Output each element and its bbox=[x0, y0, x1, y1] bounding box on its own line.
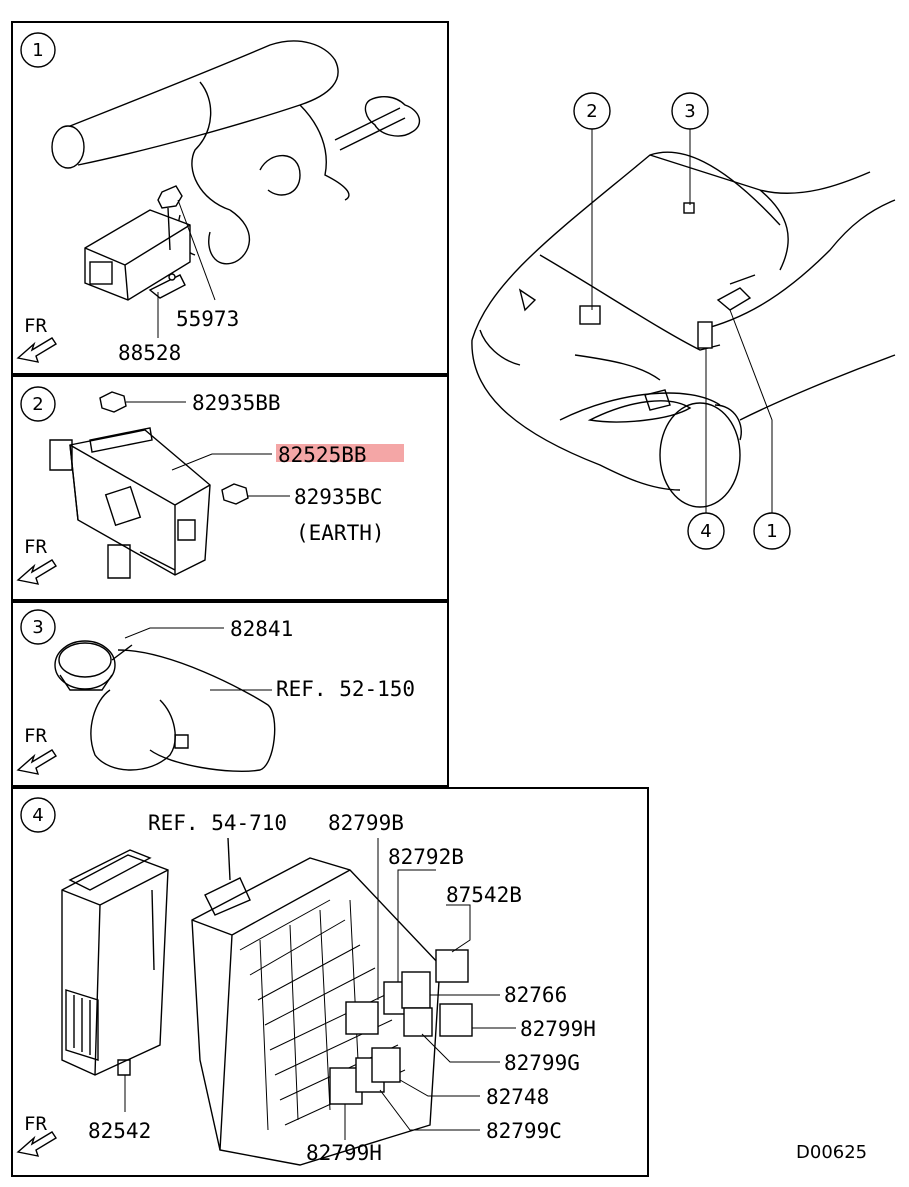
fr-arrow-icon bbox=[16, 1131, 57, 1157]
panel-3: 3 82841 REF. 52-150 FR bbox=[11, 601, 449, 787]
panel-2-fr-label: FR bbox=[24, 536, 47, 558]
svg-text:2: 2 bbox=[586, 101, 597, 122]
part-82792B: 82792B bbox=[388, 845, 464, 869]
relay-87542B bbox=[435, 949, 469, 983]
part-82799B: 82799B bbox=[328, 811, 404, 835]
part-earth-note: (EARTH) bbox=[296, 521, 385, 545]
svg-text:1: 1 bbox=[766, 521, 777, 542]
relay-82799G bbox=[403, 1007, 433, 1037]
svg-text:3: 3 bbox=[684, 101, 695, 122]
part-82935BC: 82935BC bbox=[294, 485, 383, 509]
panel-1-number: 1 bbox=[32, 40, 43, 61]
fr-arrow-icon bbox=[16, 559, 57, 585]
part-82542: 82542 bbox=[88, 1119, 151, 1143]
panel-2-number: 2 bbox=[32, 394, 43, 415]
part-82799H-a: 82799H bbox=[520, 1017, 596, 1041]
fr-arrow-icon bbox=[16, 337, 57, 363]
part-ref-54-710: REF. 54-710 bbox=[148, 811, 287, 835]
diagram-code: D00625 bbox=[796, 1142, 867, 1163]
panel-1-number-circle bbox=[20, 32, 56, 68]
panel-3-fr-label: FR bbox=[24, 725, 47, 747]
panel-1-fr-label: FR bbox=[24, 315, 47, 337]
fr-arrow-icon bbox=[16, 749, 57, 775]
part-ref-52-150: REF. 52-150 bbox=[276, 677, 415, 701]
part-55973: 55973 bbox=[176, 307, 239, 331]
part-82799G: 82799G bbox=[504, 1051, 580, 1075]
relay-82799H-a bbox=[439, 1003, 473, 1037]
panel-3-number: 3 bbox=[32, 617, 43, 638]
panel-2: 2 82935BB 82525BB 82935BC (EARTH) FR bbox=[11, 375, 449, 601]
part-88528: 88528 bbox=[118, 341, 181, 365]
panel-4-fr-label: FR bbox=[24, 1113, 47, 1135]
part-82748: 82748 bbox=[486, 1085, 549, 1109]
part-highlight bbox=[276, 444, 404, 462]
part-82841: 82841 bbox=[230, 617, 293, 641]
relay-82799B bbox=[345, 1001, 379, 1035]
svg-text:4: 4 bbox=[700, 521, 711, 542]
car-overview: 2 3 4 1 bbox=[471, 92, 896, 550]
part-82935BB: 82935BB bbox=[192, 391, 281, 415]
panel-1: 1 55973 88528 FR bbox=[11, 21, 449, 375]
part-87542B: 87542B bbox=[446, 883, 522, 907]
part-82799C: 82799C bbox=[486, 1119, 562, 1143]
relay-82748 bbox=[371, 1047, 401, 1083]
part-82766: 82766 bbox=[504, 983, 567, 1007]
panel-4: 4 bbox=[11, 787, 649, 1177]
part-82525BB: 82525BB bbox=[278, 443, 367, 467]
panel-4-number: 4 bbox=[32, 805, 43, 826]
part-82799H-b: 82799H bbox=[306, 1141, 382, 1165]
